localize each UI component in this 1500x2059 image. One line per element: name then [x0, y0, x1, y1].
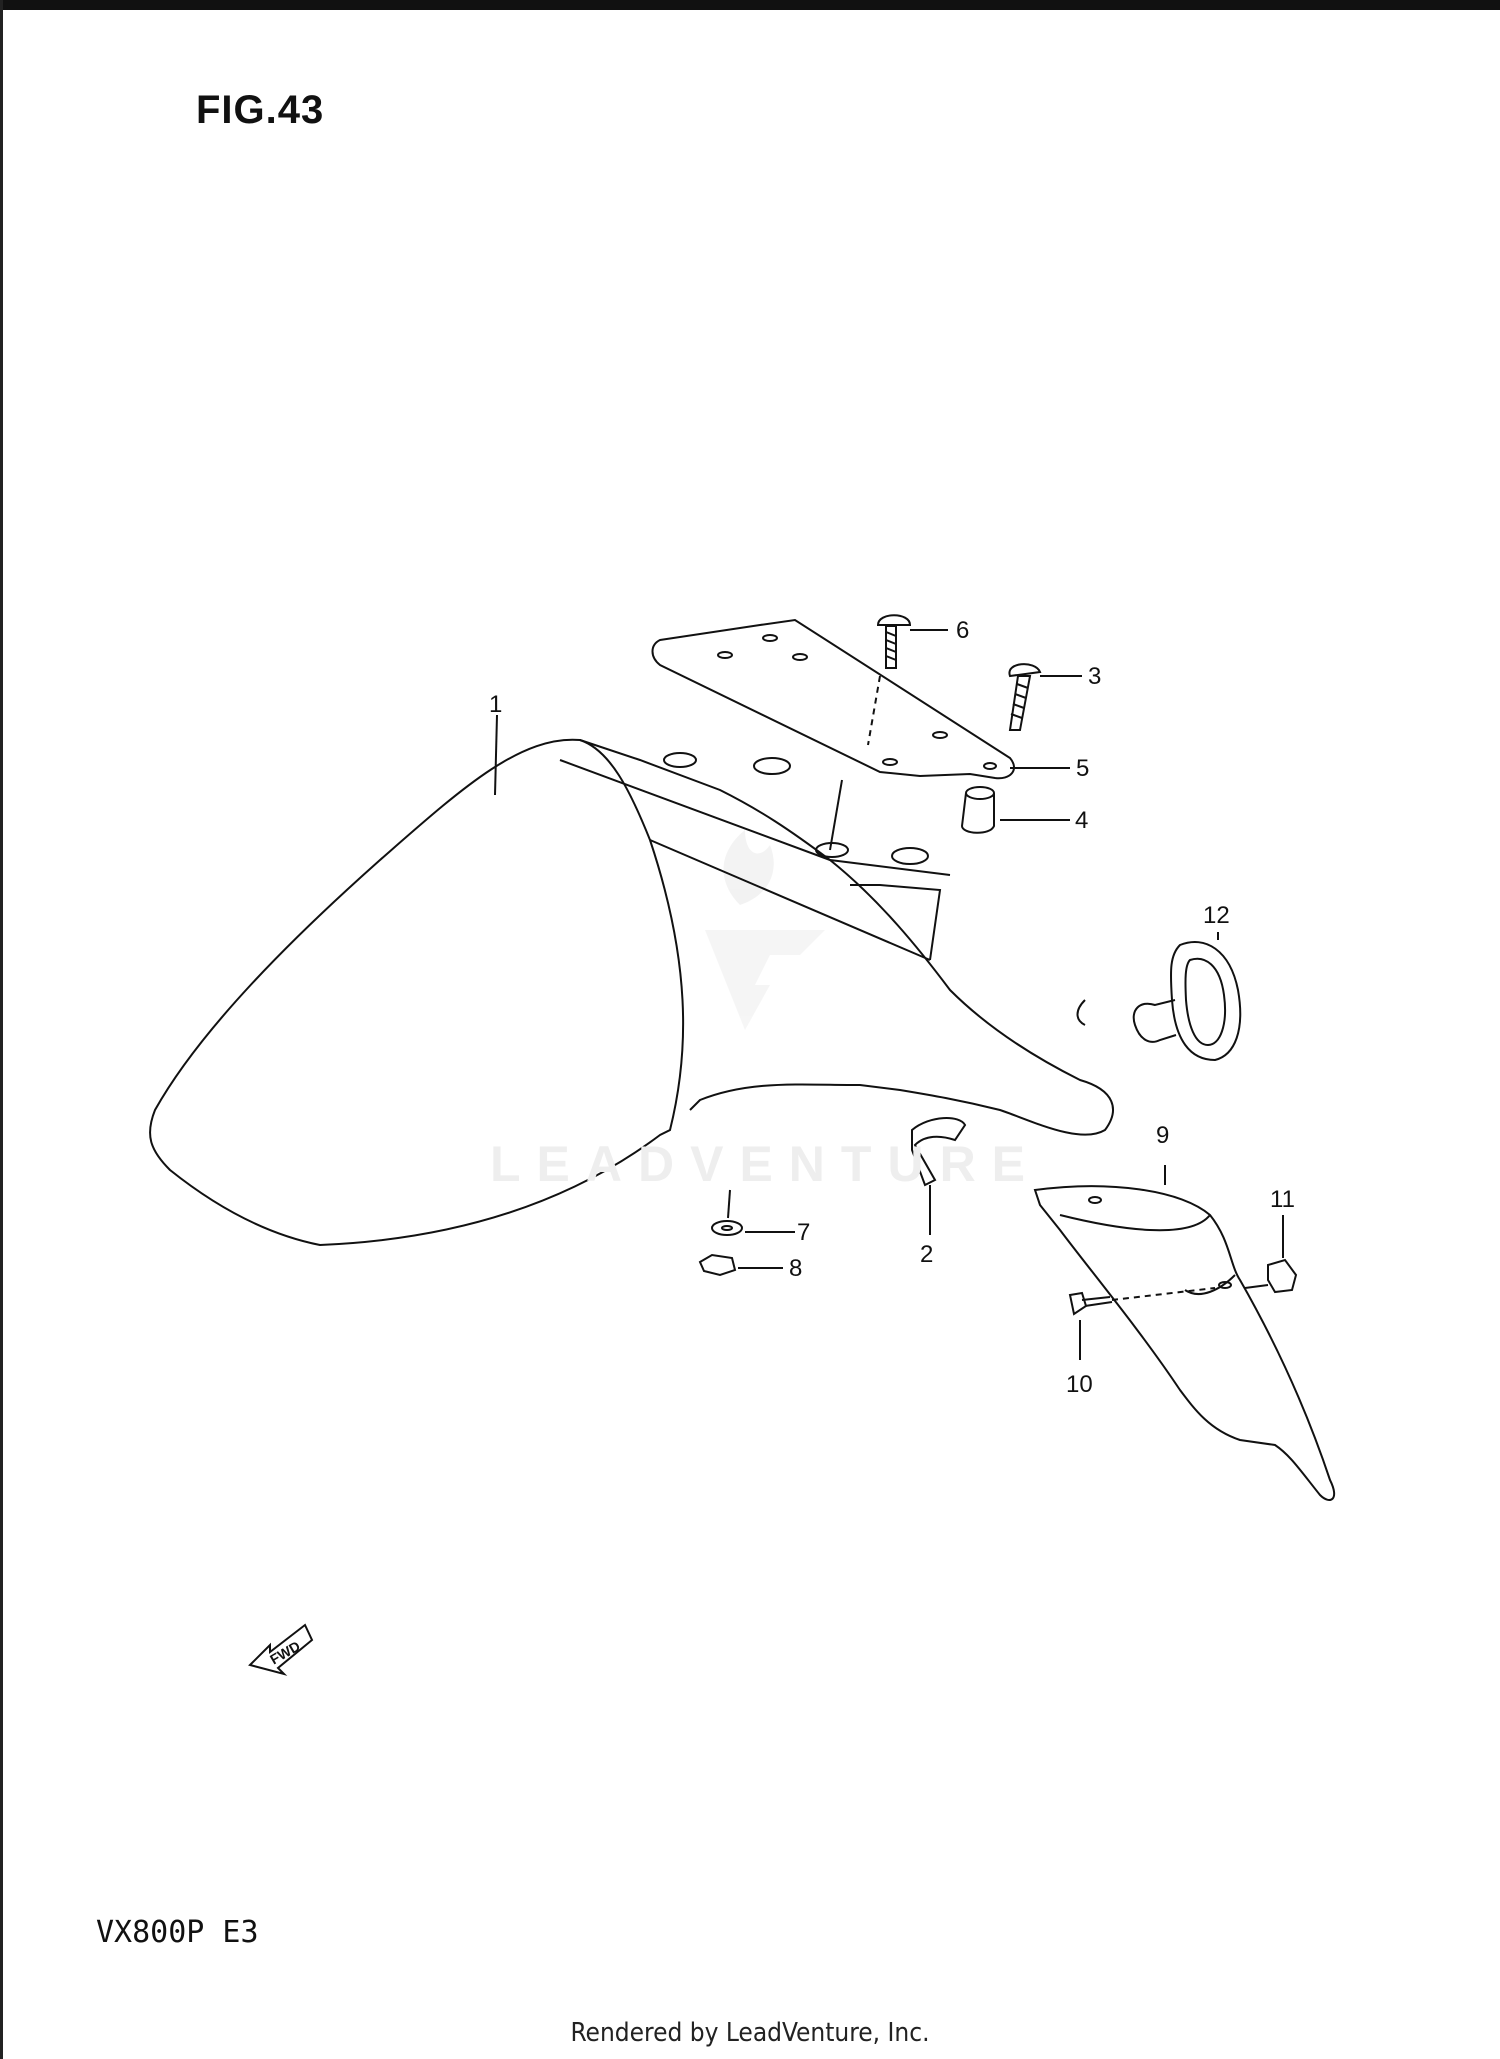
leader-1	[494, 714, 498, 796]
collar-4	[829, 779, 1070, 851]
callout-5: 5	[1076, 755, 1089, 782]
screw-3	[1008, 663, 1082, 731]
callout-10: 10	[1066, 1371, 1093, 1398]
callout-1: 1	[489, 691, 502, 718]
callout-3: 3	[1088, 663, 1101, 690]
fwd-arrow-icon: FWD	[248, 1623, 314, 1676]
callout-2: 2	[920, 1241, 933, 1268]
nut-11	[1244, 1215, 1298, 1294]
page-border-top	[0, 0, 1500, 10]
callout-7: 7	[797, 1219, 810, 1246]
bolt-10	[1068, 1287, 1216, 1360]
callout-11: 11	[1270, 1186, 1295, 1213]
callout-9: 9	[1156, 1122, 1169, 1149]
page-border-left	[0, 0, 3, 2059]
callout-6: 6	[956, 617, 969, 644]
front-fender	[149, 738, 1114, 1247]
screw-6	[867, 614, 948, 746]
model-code: VX800P E3	[96, 1915, 259, 1950]
footer-credit: Rendered by LeadVenture, Inc.	[570, 2018, 930, 2048]
callout-12: 12	[1203, 902, 1230, 929]
bracket-plate	[651, 618, 1015, 780]
watermark-text: LEADVENTURE	[490, 1136, 1042, 1192]
reflector-12	[1132, 932, 1242, 1062]
figure-title: FIG.43	[196, 88, 325, 132]
callout-8: 8	[789, 1255, 802, 1282]
clip-2	[911, 1117, 967, 1235]
washer-nut	[698, 1189, 795, 1277]
callout-4: 4	[1075, 807, 1088, 834]
watermark-logo	[705, 830, 825, 1030]
